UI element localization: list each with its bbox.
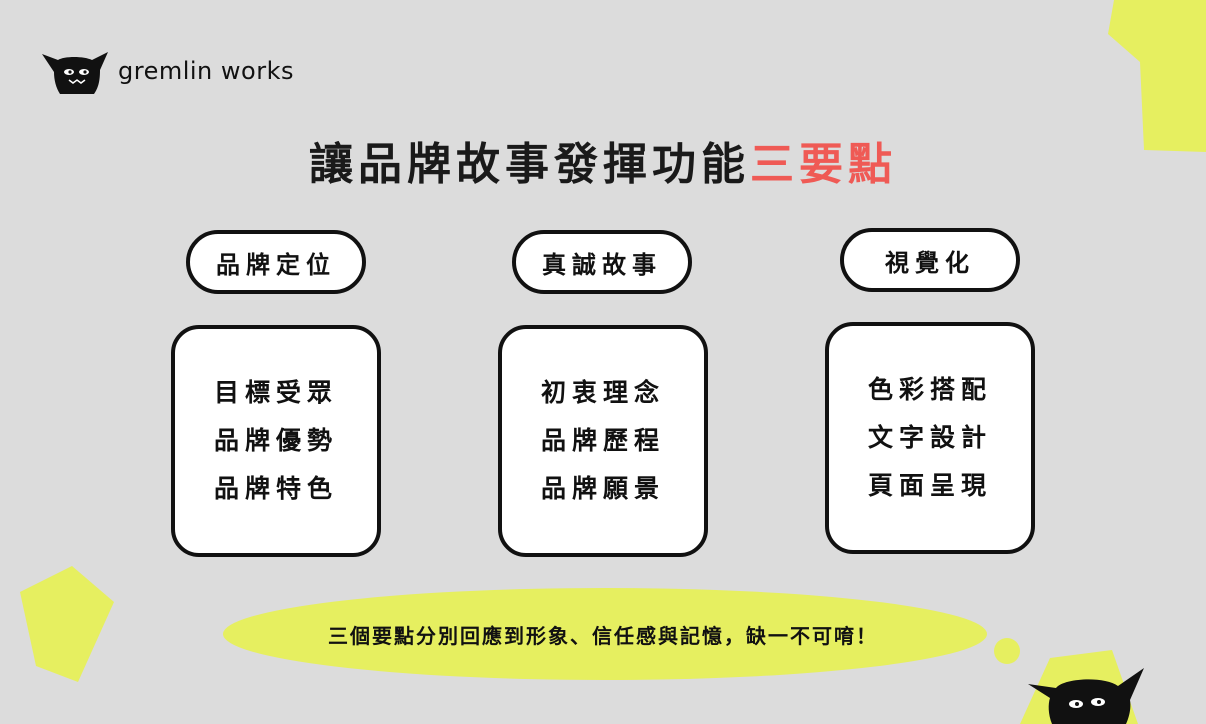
page-title: 讓品牌故事發揮功能三要點 (0, 128, 1206, 192)
card-item: 頁面呈現 (867, 471, 992, 500)
yellow-ellipse-footer (223, 588, 987, 680)
title-main: 讓品牌故事發揮功能 (309, 139, 750, 190)
brand-name: gremlin works (118, 57, 294, 85)
card-item: 品牌特色 (213, 474, 338, 503)
brand-logo: gremlin works (42, 48, 294, 94)
point-card-positioning: 目標受眾 品牌優勢 品牌特色 (171, 325, 381, 557)
point-card-story: 初衷理念 品牌歷程 品牌願景 (498, 325, 708, 557)
card-item: 品牌歷程 (540, 426, 665, 455)
gremlin-mascot-icon (1028, 668, 1144, 724)
card-item: 色彩搭配 (867, 375, 992, 404)
gremlin-logo-icon (42, 52, 108, 94)
point-label-story: 真誠故事 (512, 230, 692, 294)
card-item: 文字設計 (867, 423, 992, 452)
card-item: 初衷理念 (540, 378, 665, 407)
card-item: 品牌優勢 (213, 426, 338, 455)
yellow-shape-top-right (1108, 0, 1206, 152)
footer-note: 三個要點分別回應到形象、信任感與記憶，缺一不可唷！ (328, 624, 878, 648)
card-item: 品牌願景 (540, 474, 665, 503)
yellow-dot (994, 638, 1020, 664)
point-label-positioning: 品牌定位 (186, 230, 366, 294)
point-label-visual: 視覺化 (840, 228, 1020, 292)
title-highlight: 三要點 (750, 139, 897, 190)
point-card-visual: 色彩搭配 文字設計 頁面呈現 (825, 322, 1035, 554)
yellow-shape-bottom-left (20, 566, 114, 682)
card-item: 目標受眾 (213, 378, 338, 407)
